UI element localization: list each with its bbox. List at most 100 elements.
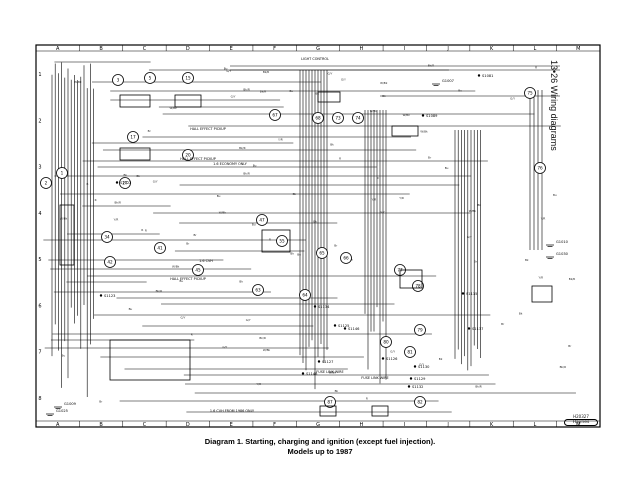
connector-S1130: S1130 xyxy=(418,365,430,369)
note-6: 1.6 CVH xyxy=(199,259,213,263)
grid-row-2: 2 xyxy=(38,118,41,124)
splice-dot xyxy=(477,74,481,77)
component-27-label: 27 xyxy=(122,181,128,186)
wire-colour-label: R xyxy=(535,66,537,70)
ground-G1025: G1025 xyxy=(56,409,68,413)
ground-G1010: G1010 xyxy=(556,240,569,244)
wire-colour-label: Bk/R xyxy=(560,365,566,369)
connector-S1081: S1081 xyxy=(482,74,493,78)
grid-column-top-I: I xyxy=(404,46,405,52)
wire-colour-label: G/Y xyxy=(467,235,472,239)
splice-dot xyxy=(317,360,321,363)
wire-colour-label: G/Y xyxy=(419,363,424,367)
wire-colour-label: Br xyxy=(474,260,478,264)
wire-colour-label: Bk/R xyxy=(243,171,249,175)
wire-colour-label: Y/R xyxy=(399,196,404,200)
splice-dot xyxy=(381,357,385,360)
wire-colour-label: G/Y xyxy=(380,210,385,214)
wire-colour-label: R xyxy=(191,332,193,336)
module-box xyxy=(119,94,151,108)
grid-column-top-D: D xyxy=(186,46,190,52)
wire-colour-label: Bk/R xyxy=(475,385,481,389)
wire-colour-label: W/Bk xyxy=(469,209,477,213)
wire-colour-label: Bk xyxy=(290,251,294,255)
wire-colour-label: Bk xyxy=(330,143,334,147)
connector-S1125: S1125 xyxy=(338,324,349,328)
connector-S1132: S1132 xyxy=(412,385,423,389)
wiring-harness: G/YBrY/RG/YBkBuW/BkBrBuG/YBk/RBuY/RG/YBk… xyxy=(43,61,576,413)
note-3: HALL EFFECT PICKUP xyxy=(190,127,226,131)
wire-colour-label: Y/R xyxy=(114,218,119,222)
note-1: FUSE LINK WIRE xyxy=(316,370,343,374)
component-41-circle xyxy=(154,242,166,254)
wire-colour-label: W/Bk xyxy=(60,217,68,221)
grid-column-top-E: E xyxy=(230,46,233,52)
stamp-code: H20327 xyxy=(573,414,589,419)
grid-row-8: 8 xyxy=(38,396,41,402)
splice-dot xyxy=(461,292,465,295)
wire-colour-label: Bk/R xyxy=(428,64,434,68)
wire-colour-label: Bk xyxy=(439,357,443,361)
grid-column-top-C: C xyxy=(143,46,147,52)
component-17-label: 17 xyxy=(130,135,136,140)
splice-dot xyxy=(467,327,471,330)
wire-colour-label: Bk xyxy=(136,174,140,178)
module-box xyxy=(174,94,202,108)
grid-column-top-A: A xyxy=(56,46,60,52)
module-box xyxy=(319,405,337,417)
component-81-circle xyxy=(404,346,416,358)
wire-colour-label: Bk/R xyxy=(259,336,265,340)
ground-G1009: G1009 xyxy=(64,402,77,406)
component-42-circle xyxy=(104,256,116,268)
connector-S1129: S1129 xyxy=(414,377,426,381)
wire-colour-label: G/Y xyxy=(153,179,158,183)
wire-colour-label: W/Bk xyxy=(420,130,428,134)
wire-colour-label: W/Bk xyxy=(172,264,180,268)
wire-colour-label: Bu xyxy=(62,354,66,358)
wire-colour-label: Br xyxy=(194,233,198,237)
wire-colour-label: Bk/R xyxy=(263,70,269,74)
module-box xyxy=(119,147,151,161)
component-76-label: 76 xyxy=(537,166,543,171)
wire-colour-label: Br xyxy=(501,322,505,326)
wire-colour-label: G/Y xyxy=(246,318,251,322)
wire-colour-label: Br xyxy=(148,129,152,133)
wire-colour-label: W/Bk xyxy=(219,210,227,214)
component-66-circle xyxy=(340,252,352,264)
component-42-label: 42 xyxy=(107,260,113,265)
wire-colour-label: R xyxy=(377,176,379,180)
wire-colour-label: W/Bk xyxy=(380,81,388,85)
component-15-circle xyxy=(182,72,194,84)
splice-dot xyxy=(343,327,347,330)
component-74-circle xyxy=(352,112,364,124)
connector-S1122: S1122 xyxy=(120,181,131,185)
wire-colour-label: R xyxy=(269,237,271,241)
wire-colour-label: Bk/R xyxy=(156,289,162,293)
grid-column-bottom-H: H xyxy=(360,422,364,428)
grid-column-bottom-G: G xyxy=(316,422,320,428)
component-82-circle xyxy=(414,396,426,408)
component-68-label: 68 xyxy=(315,116,321,121)
wire-colour-label: W/Bk xyxy=(74,80,82,84)
splice-dot xyxy=(301,372,305,375)
ground-G1030: G1030 xyxy=(556,252,569,256)
wire-colour-label: Bk xyxy=(525,258,529,262)
component-80-circle xyxy=(380,336,392,348)
component-66-label: 66 xyxy=(343,256,349,261)
wire-colour-label: Bk xyxy=(335,389,339,393)
publisher-logo: Haynes xyxy=(564,419,598,426)
grid-column-bottom-B: B xyxy=(99,422,103,428)
component-64-label: 64 xyxy=(302,293,308,298)
component-82-label: 82 xyxy=(417,400,423,405)
wire-colour-label: Br xyxy=(428,156,432,160)
wire-colour-label: Bk xyxy=(382,94,386,98)
grid-row-3: 3 xyxy=(38,165,41,171)
connector-S1127: S1127 xyxy=(322,360,333,364)
wire-colour-label: W/Bk xyxy=(329,371,337,375)
component-65-circle xyxy=(316,247,328,259)
splice-dot xyxy=(313,305,317,308)
component-45-label: 45 xyxy=(195,268,201,273)
module-box xyxy=(59,204,75,266)
note-8: 1.6 CVH FROM 1986 ONLY xyxy=(210,409,255,413)
